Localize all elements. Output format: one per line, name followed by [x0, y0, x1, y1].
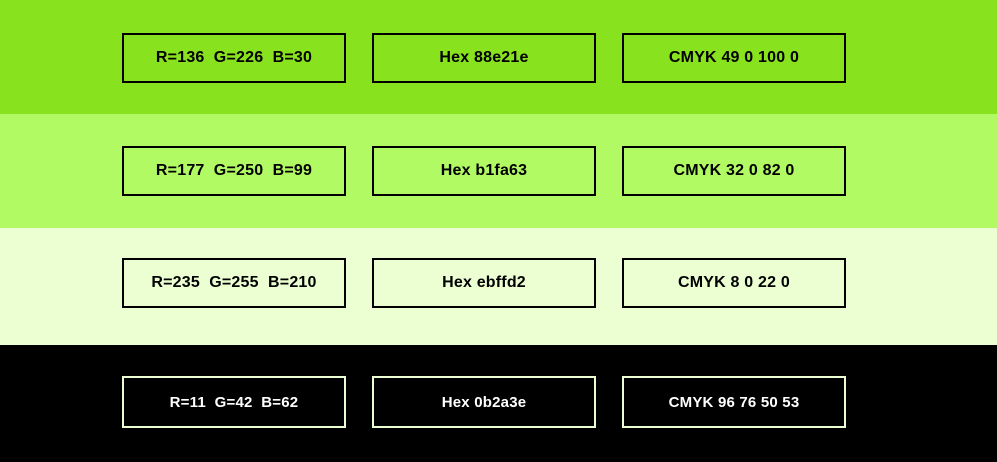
- cmyk-value-label: CMYK 8 0 22 0: [622, 258, 846, 308]
- swatch-band-3: R=235 G=255 B=210 Hex ebffd2 CMYK 8 0 22…: [0, 228, 997, 345]
- rgb-value-label: R=11 G=42 B=62: [122, 376, 346, 428]
- hex-value-label: Hex b1fa63: [372, 146, 596, 196]
- swatch-band-2: R=177 G=250 B=99 Hex b1fa63 CMYK 32 0 82…: [0, 114, 997, 228]
- rgb-value-label: R=177 G=250 B=99: [122, 146, 346, 196]
- hex-value-label: Hex ebffd2: [372, 258, 596, 308]
- hex-value-label: Hex 88e21e: [372, 33, 596, 83]
- rgb-value-label: R=136 G=226 B=30: [122, 33, 346, 83]
- swatch-band-1: R=136 G=226 B=30 Hex 88e21e CMYK 49 0 10…: [0, 0, 997, 114]
- swatch-band-4: R=11 G=42 B=62 Hex 0b2a3e CMYK 96 76 50 …: [0, 345, 997, 462]
- cmyk-value-label: CMYK 32 0 82 0: [622, 146, 846, 196]
- rgb-value-label: R=235 G=255 B=210: [122, 258, 346, 308]
- hex-value-label: Hex 0b2a3e: [372, 376, 596, 428]
- cmyk-value-label: CMYK 49 0 100 0: [622, 33, 846, 83]
- cmyk-value-label: CMYK 96 76 50 53: [622, 376, 846, 428]
